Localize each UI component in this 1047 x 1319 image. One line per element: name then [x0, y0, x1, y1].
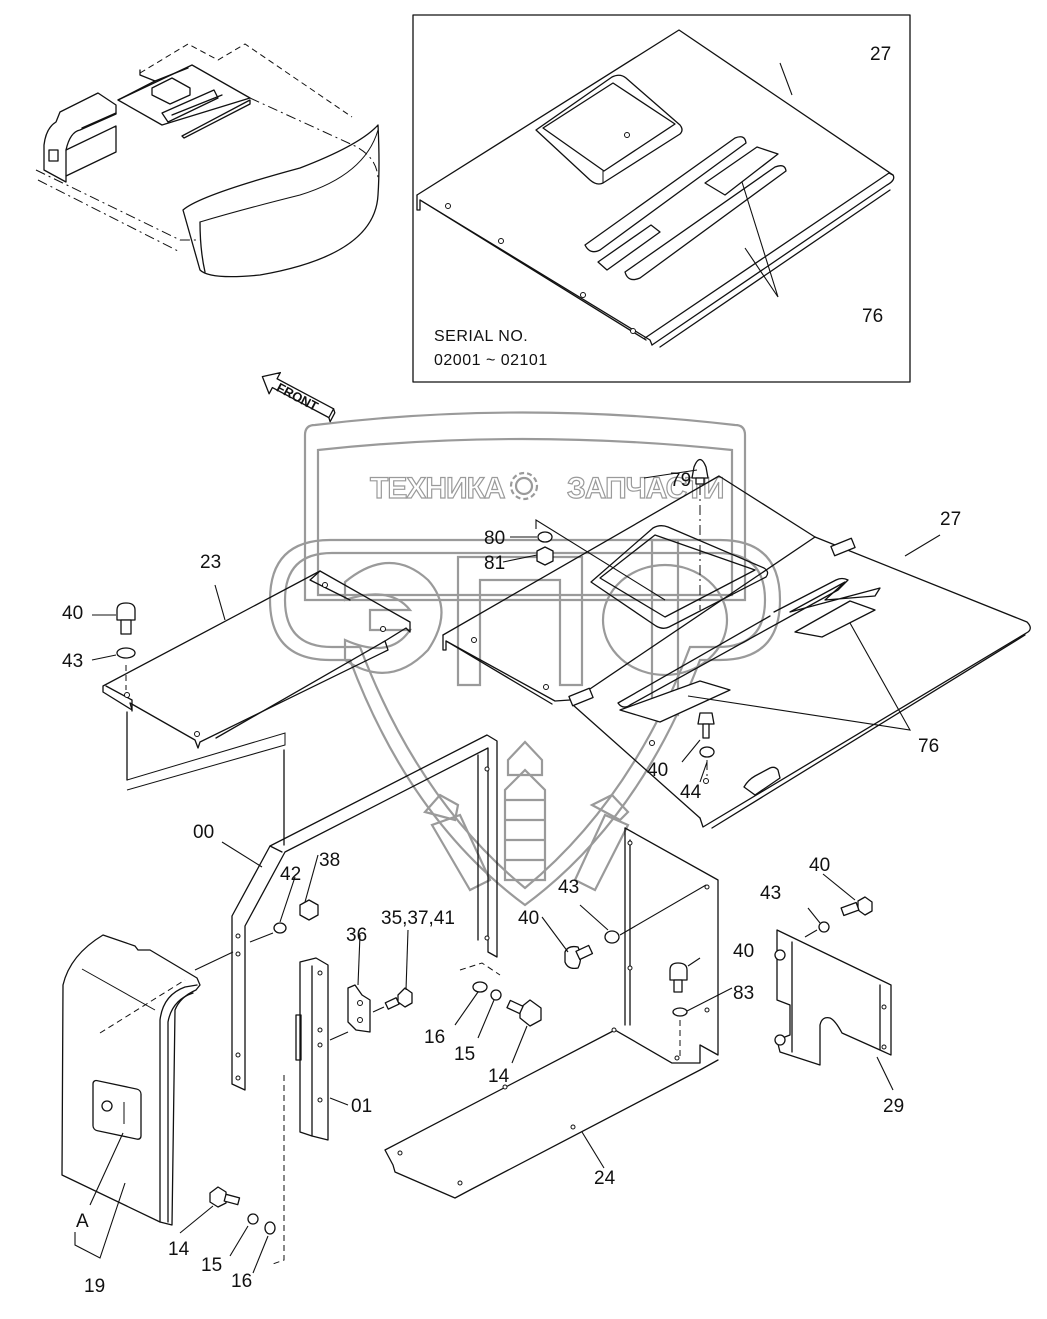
callout-27: 27 — [940, 509, 961, 530]
callout-44: 44 — [680, 782, 702, 803]
washer-80 — [537, 531, 553, 543]
watermark-wheat-icon — [422, 740, 630, 892]
watermark-left-word: ТЕХНИКА — [370, 472, 505, 505]
detail-label-a: A — [76, 1211, 89, 1232]
watermark-gear-icon — [509, 471, 539, 501]
callout-19: 19 — [84, 1276, 105, 1297]
watermark-letter-p — [456, 555, 584, 687]
watermark-letter-e — [343, 561, 443, 674]
side-cover-19 — [61, 934, 276, 1274]
callout-15-upper: 15 — [454, 1044, 475, 1065]
callout-40-plate29: 40 — [809, 855, 830, 876]
callout-27-inset: 27 — [870, 44, 891, 65]
hinge-icon — [568, 687, 594, 707]
leader-lines — [91, 469, 941, 1169]
callout-24: 24 — [594, 1168, 616, 1189]
callout-40-plate23: 40 — [62, 603, 83, 624]
callout-16-upper: 16 — [424, 1027, 445, 1048]
callout-35-37-41: 35,37,41 — [381, 908, 455, 929]
cover-plate-23 — [102, 570, 411, 791]
callout-83: 83 — [733, 983, 754, 1004]
column-01 — [269, 957, 329, 1266]
callout-29: 29 — [883, 1096, 904, 1117]
callout-80: 80 — [484, 528, 505, 549]
callout-14-lower: 14 — [168, 1239, 190, 1260]
callout-40-box: 40 — [518, 908, 539, 929]
nut-81 — [536, 546, 554, 566]
bracket-36 — [329, 984, 413, 1041]
callout-15-lower: 15 — [201, 1255, 222, 1276]
hinge-icon — [830, 537, 856, 557]
front-direction-arrow: FRONT — [261, 371, 336, 423]
hardware-upper — [472, 981, 542, 1027]
frame-00 — [194, 734, 501, 1091]
plate-29 — [774, 896, 892, 1066]
callout-38: 38 — [319, 850, 340, 871]
watermark: ТЕХНИКА ЗАПЧАСТИ — [268, 411, 782, 907]
front-label: FRONT — [274, 380, 321, 414]
callout-36: 36 — [346, 925, 367, 946]
handle-icon — [743, 766, 781, 796]
callout-76-inset: 76 — [862, 306, 883, 327]
floor-plate-27 — [442, 458, 1031, 829]
machine-overview-sketch — [35, 43, 380, 278]
callout-42: 42 — [280, 864, 301, 885]
callout-labels: 79 80 81 27 23 40 43 40 44 76 00 38 42 3… — [62, 470, 961, 1297]
callout-79: 79 — [670, 470, 691, 491]
serial-inset: 27 76 SERIAL NO. 02001 ~ 02101 — [412, 14, 911, 383]
knob-79 — [691, 458, 709, 479]
callout-40-plate27: 40 — [647, 760, 668, 781]
switch-icon — [48, 149, 59, 162]
callout-76: 76 — [918, 736, 939, 757]
serial-label: SERIAL NO. — [434, 328, 528, 345]
callout-40-box-right: 40 — [733, 941, 754, 962]
callout-81: 81 — [484, 553, 505, 574]
callout-00: 00 — [193, 822, 214, 843]
callout-43-plate23: 43 — [62, 651, 83, 672]
callout-16-lower: 16 — [231, 1271, 252, 1292]
callout-43-box: 43 — [558, 877, 579, 898]
callout-23: 23 — [200, 552, 221, 573]
callout-14-upper: 14 — [488, 1066, 510, 1087]
inset-border — [412, 14, 911, 383]
serial-range: 02001 ~ 02101 — [434, 352, 548, 369]
box-24 — [384, 827, 719, 1199]
callout-01: 01 — [351, 1096, 372, 1117]
callout-43-plate29: 43 — [760, 883, 781, 904]
